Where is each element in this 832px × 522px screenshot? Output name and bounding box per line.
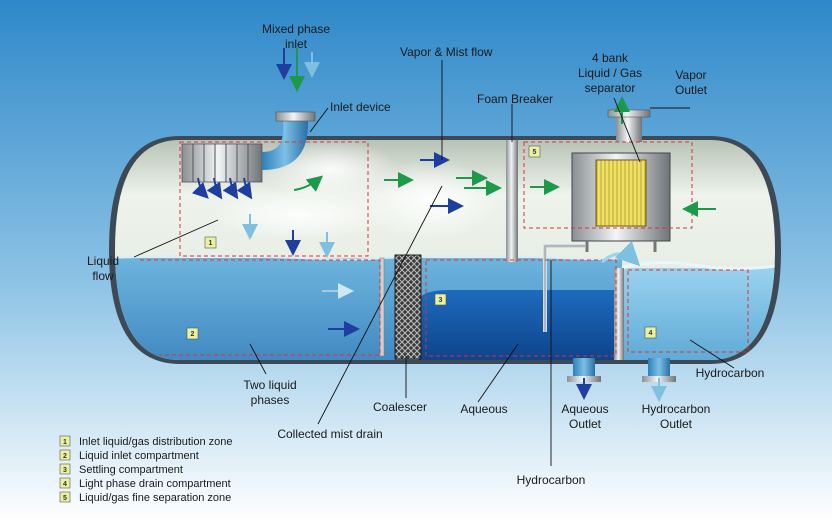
inlet-device-pipe <box>262 120 308 170</box>
label-vapor-outlet-2: Outlet <box>675 83 708 97</box>
label-vapor-mist-flow: Vapor & Mist flow <box>400 45 493 59</box>
coalescer <box>394 254 422 360</box>
zone-4-outline <box>627 269 749 353</box>
zone-badge-1: 1 <box>204 236 217 249</box>
legend-item: 2 Liquid inlet compartment <box>59 449 199 462</box>
zone-badge-5: 5 <box>528 145 541 158</box>
zone-2-outline <box>140 259 381 356</box>
label-vapor-outlet-1: Vapor <box>675 68 706 82</box>
label-hydrocarbon-bottom: Hydrocarbon <box>517 473 586 487</box>
label-collected-mist-drain: Collected mist drain <box>277 427 382 441</box>
label-aqueous-outlet-2: Outlet <box>569 417 602 431</box>
svg-text:Liquid/gas fine separation zon: Liquid/gas fine separation zone <box>79 492 231 504</box>
svg-text:2: 2 <box>63 453 67 460</box>
label-mixed-phase-inlet-2: inlet <box>285 37 308 51</box>
aqueous-outlet-nozzle <box>573 358 595 378</box>
svg-text:1: 1 <box>209 240 213 247</box>
svg-text:5: 5 <box>533 149 537 156</box>
mist-cloud <box>360 160 500 240</box>
flow-arrows <box>191 48 716 402</box>
svg-text:Liquid inlet compartment: Liquid inlet compartment <box>79 450 199 462</box>
zone-3-outline <box>425 259 617 357</box>
svg-text:1: 1 <box>63 439 67 446</box>
mist-cloud <box>210 190 390 240</box>
svg-text:Light phase drain compartment: Light phase drain compartment <box>79 478 231 490</box>
label-liquid-flow-1: Liquid <box>87 254 119 268</box>
svg-text:4: 4 <box>63 481 67 488</box>
separator-vessel <box>109 109 781 382</box>
legend-item: 5 Liquid/gas fine separation zone <box>59 491 231 504</box>
label-hydrocarbon-right: Hydrocarbon <box>696 366 765 380</box>
two-liquid-phases-region <box>115 258 382 360</box>
zone-legend: 1 Inlet liquid/gas distribution zone 2 L… <box>59 435 232 504</box>
zone-5-outline <box>523 141 693 229</box>
hydrocarbon-outlet-nozzle <box>648 358 670 378</box>
svg-text:3: 3 <box>63 467 67 474</box>
svg-text:4: 4 <box>649 330 653 337</box>
svg-text:3: 3 <box>439 297 443 304</box>
legend-item: 3 Settling compartment <box>59 463 183 476</box>
foam-breaker <box>506 140 518 262</box>
label-foam-breaker: Foam Breaker <box>477 92 553 106</box>
label-aqueous-outlet-1: Aqueous <box>561 402 608 416</box>
label-two-liquid-2: phases <box>251 393 290 407</box>
leader-lines <box>133 60 735 466</box>
legend-item: 4 Light phase drain compartment <box>59 477 231 490</box>
overflow-weir <box>614 268 624 360</box>
vapor-outlet-nozzle <box>616 116 642 142</box>
liquid-gas-separator <box>571 152 671 252</box>
label-hydrocarbon-outlet-1: Hydrocarbon <box>642 402 711 416</box>
svg-text:2: 2 <box>191 331 195 338</box>
inlet-flange <box>275 111 316 122</box>
zone-badge-2: 2 <box>186 327 199 340</box>
svg-text:5: 5 <box>63 495 67 502</box>
callout-labels: Mixed phase inlet Inlet device Vapor & M… <box>87 22 764 487</box>
zone-badge-3: 3 <box>434 293 447 306</box>
separator-coil-bank <box>595 159 647 227</box>
label-mixed-phase-inlet: Mixed phase <box>262 22 330 36</box>
zone-1-outline <box>179 141 369 257</box>
svg-text:Settling compartment: Settling compartment <box>79 464 183 476</box>
label-liquid-flow-2: flow <box>92 269 114 283</box>
label-inlet-device: Inlet device <box>330 100 391 114</box>
label-aqueous: Aqueous <box>460 402 507 416</box>
zone-badges: 1 2 3 4 5 <box>186 145 657 340</box>
label-separator-3: separator <box>585 81 636 95</box>
zone-badge-4: 4 <box>644 326 657 339</box>
label-separator-2: Liquid / Gas <box>578 66 642 80</box>
aqueous-region <box>418 290 618 360</box>
inlet-distributor <box>181 143 263 183</box>
label-coalescer: Coalescer <box>373 400 427 414</box>
svg-text:Inlet liquid/gas distribution: Inlet liquid/gas distribution zone <box>79 436 232 448</box>
label-hydrocarbon-outlet-2: Outlet <box>660 417 693 431</box>
label-two-liquid-1: Two liquid <box>243 378 296 392</box>
legend-item: 1 Inlet liquid/gas distribution zone <box>59 435 232 448</box>
label-separator-1: 4 bank <box>592 51 629 65</box>
